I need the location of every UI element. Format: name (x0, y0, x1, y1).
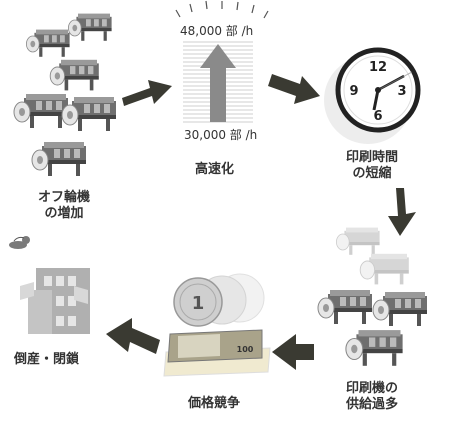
clock-illustration: 12 3 6 9 (324, 47, 421, 144)
clock-number-12: 12 (369, 60, 387, 75)
label-more-presses: オフ輪機 の増加 (38, 190, 90, 222)
label-more-presses-line2: の増加 (44, 206, 84, 221)
arrow-time-to-oversupply (388, 188, 416, 236)
clock-number-9: 9 (349, 84, 358, 99)
bill-value: 100 (237, 345, 254, 354)
label-speed-up: 高速化 (195, 162, 235, 177)
oversupply-presses-illustration (317, 227, 428, 367)
arrow-oversupply-to-price (272, 334, 314, 370)
speed-low-value: 30,000 部 /h (184, 128, 258, 142)
clock-number-6: 6 (373, 109, 382, 124)
label-price-competition: 価格競争 (188, 396, 241, 411)
label-print-time: 印刷時間 の短縮 (346, 150, 398, 182)
speed-high-value: 48,000 部 /h (180, 24, 254, 38)
label-oversupply: 印刷機の 供給過多 (346, 381, 398, 413)
arrow-price-to-bankruptcy (106, 318, 160, 354)
label-oversupply-line2: 供給過多 (346, 397, 399, 412)
closed-factory-illustration (9, 236, 90, 334)
label-oversupply-line1: 印刷機の (346, 381, 399, 396)
label-print-time-line1: 印刷時間 (346, 150, 399, 165)
clock-number-3: 3 (397, 84, 406, 99)
label-bankruptcy: 倒産・閉鎖 (14, 352, 80, 367)
arrow-presses-to-speed (122, 80, 172, 106)
cycle-arrows (106, 74, 416, 370)
money-illustration: 1 100 (163, 273, 271, 377)
speed-up-illustration (175, 0, 269, 123)
label-print-time-line2: の短縮 (352, 166, 392, 181)
coin-value: 1 (192, 293, 205, 314)
label-more-presses-line1: オフ輪機 (38, 190, 91, 205)
presses-increase-illustration (13, 13, 117, 177)
arrow-speed-to-time (268, 74, 320, 104)
